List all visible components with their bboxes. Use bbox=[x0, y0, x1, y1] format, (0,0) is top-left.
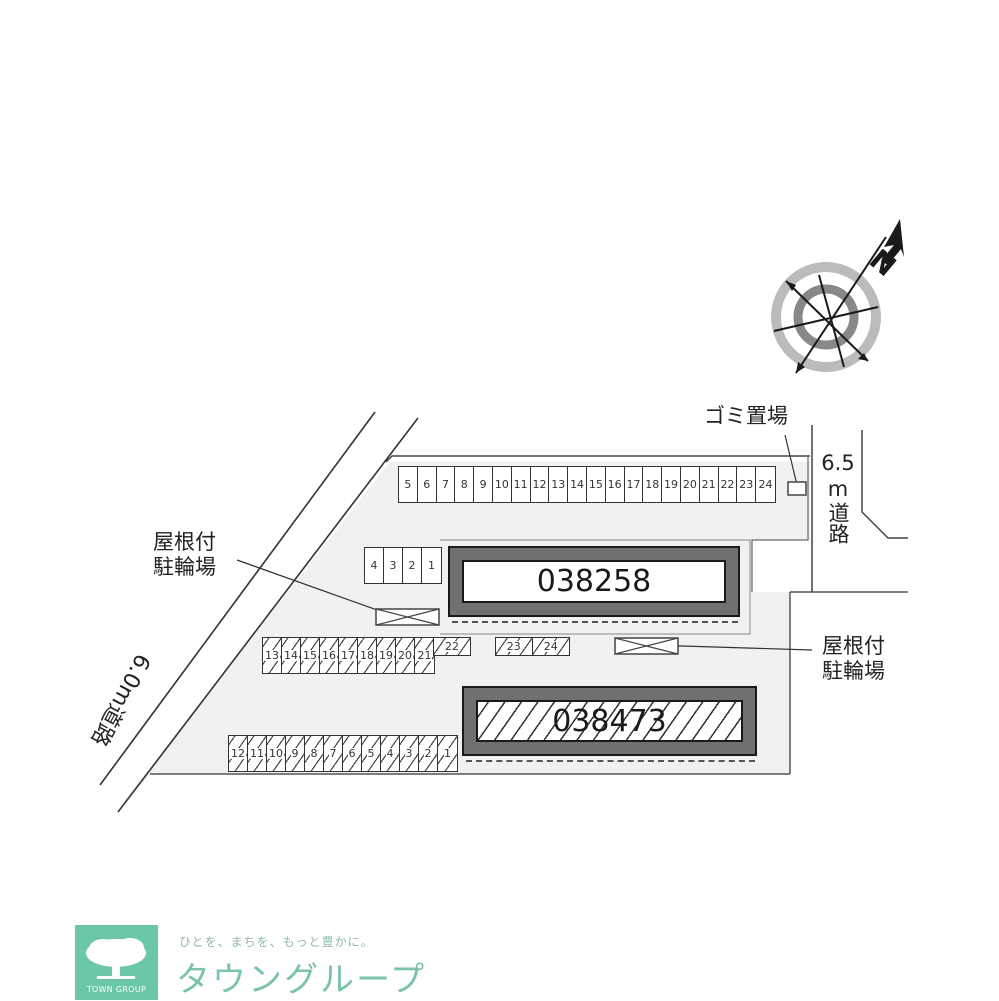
building-038473: 038473 bbox=[462, 686, 757, 756]
parking-space: 3 bbox=[384, 548, 403, 583]
parking-space: 24 bbox=[532, 638, 569, 655]
parking-space: 10 bbox=[493, 467, 512, 502]
parking-space: 7 bbox=[324, 736, 343, 771]
parking-space: 16 bbox=[606, 467, 625, 502]
garbage-area-marker bbox=[787, 481, 807, 496]
parking-space: 20 bbox=[681, 467, 700, 502]
parking-space: 2 bbox=[419, 736, 438, 771]
parking-space: 3 bbox=[400, 736, 419, 771]
parking-space: 14 bbox=[568, 467, 587, 502]
parking-space: 21 bbox=[415, 638, 434, 673]
parking-space: 18 bbox=[358, 638, 377, 673]
parking-row-small: 4 3 2 1 bbox=[364, 547, 442, 584]
parking-space: 12 bbox=[229, 736, 248, 771]
parking-space: 6 bbox=[418, 467, 437, 502]
parking-space: 23 bbox=[737, 467, 757, 502]
parking-space: 18 bbox=[643, 467, 663, 502]
parking-space: 24 bbox=[758, 478, 773, 491]
parking-row-top: 5 6 7 8 9 10 11 12 13 14 15 16 17 18 19 … bbox=[398, 466, 776, 503]
logo-name: タウングループ bbox=[176, 960, 426, 1000]
parking-space: 2 bbox=[403, 548, 422, 583]
building-label: 038258 bbox=[462, 560, 726, 603]
parking-space: 9 bbox=[474, 467, 493, 502]
parking-space-22: 22 bbox=[433, 637, 471, 656]
parking-space: 22 bbox=[719, 467, 738, 502]
building-038258: 038258 bbox=[448, 546, 740, 617]
parking-space: 15 bbox=[301, 638, 320, 673]
compass-icon: N bbox=[771, 219, 904, 374]
parking-space: 1 bbox=[438, 736, 457, 771]
parking-space: 9 bbox=[286, 736, 305, 771]
parking-space: 23 bbox=[496, 638, 533, 655]
parking-space: 12 bbox=[531, 467, 550, 502]
bike-parking-label-left: 屋根付 駐輪場 bbox=[153, 530, 216, 579]
parking-space: 5 bbox=[399, 467, 418, 502]
parking-space: 8 bbox=[305, 736, 324, 771]
building-balcony-line bbox=[466, 760, 755, 762]
parking-row-pair: 23 24 bbox=[495, 637, 570, 656]
parking-row-middle: 13 14 15 16 17 18 19 20 21 bbox=[262, 637, 435, 674]
parking-space: 14 bbox=[282, 638, 301, 673]
parking-space: 16 bbox=[320, 638, 339, 673]
parking-space: 1 bbox=[428, 559, 435, 572]
parking-space: 19 bbox=[377, 638, 396, 673]
parking-space: 13 bbox=[263, 638, 282, 673]
parking-space: 4 bbox=[365, 548, 384, 583]
parking-space: 17 bbox=[339, 638, 358, 673]
parking-space: 21 bbox=[700, 467, 719, 502]
parking-row-bottom: 12 11 10 9 8 7 6 5 4 3 2 1 bbox=[228, 735, 458, 772]
building-label: 038473 bbox=[476, 700, 743, 742]
building-balcony-line bbox=[452, 621, 738, 623]
garbage-area-label: ゴミ置場 bbox=[704, 404, 788, 428]
tree-icon bbox=[86, 938, 146, 979]
parking-space: 5 bbox=[362, 736, 381, 771]
parking-space: 20 bbox=[396, 638, 415, 673]
parking-space: 11 bbox=[512, 467, 531, 502]
parking-space: 15 bbox=[587, 467, 606, 502]
parking-space: 6 bbox=[343, 736, 362, 771]
parking-space: 19 bbox=[662, 467, 681, 502]
parking-space: 4 bbox=[381, 736, 400, 771]
logo-tagline: ひとを、まちを、もっと豊かに。 bbox=[179, 935, 374, 949]
bike-parking-label-right: 屋根付 駐輪場 bbox=[822, 634, 885, 683]
parking-space: 10 bbox=[267, 736, 286, 771]
road-label-east: 6.5 m 道路 bbox=[821, 451, 855, 544]
parking-space: 7 bbox=[437, 467, 456, 502]
parking-space: 17 bbox=[625, 467, 644, 502]
parking-space: 8 bbox=[455, 467, 475, 502]
town-group-logo: TOWN GROUP bbox=[75, 925, 158, 1000]
parking-space: 13 bbox=[549, 467, 569, 502]
parking-space: 22 bbox=[434, 638, 470, 655]
parking-space: 11 bbox=[248, 736, 267, 771]
